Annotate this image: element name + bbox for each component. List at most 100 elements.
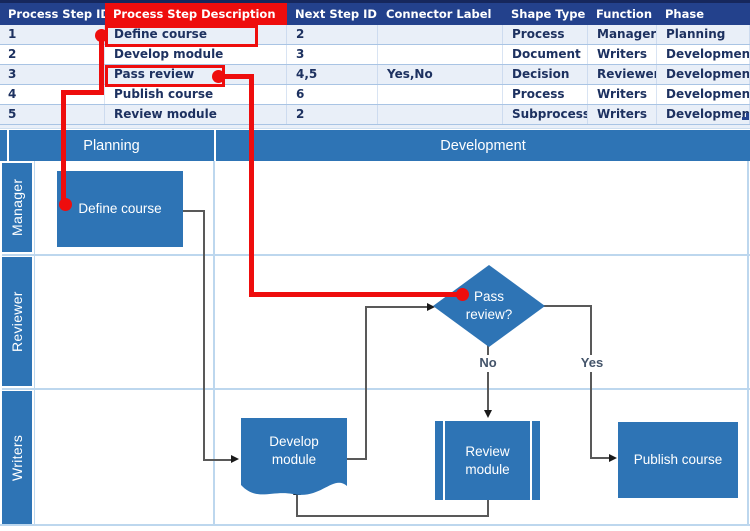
col-header-next-step-id[interactable]: Next Step ID	[295, 7, 377, 21]
document-shape-develop-module[interactable]	[241, 418, 347, 498]
connector-develop-to-decision	[347, 458, 367, 460]
annotation-line-pass-review	[249, 74, 254, 295]
table-row-1: 1 Define course 2 Process Manager Planni…	[0, 25, 750, 45]
cell-step-id[interactable]: 4	[0, 85, 105, 104]
col-header-shape-type[interactable]: Shape Type	[511, 7, 586, 21]
annotation-dot-define-cell	[95, 29, 108, 42]
cell-phase[interactable]: Development	[657, 65, 750, 84]
cell-connector-label[interactable]	[378, 85, 503, 104]
col-header-function[interactable]: Function	[596, 7, 653, 21]
cell-shape-type[interactable]: Decision	[503, 65, 588, 84]
cell-shape-type[interactable]: Document	[503, 45, 588, 64]
shape-label-line2: review?	[465, 307, 513, 322]
arrowhead-into-decision	[427, 302, 435, 311]
cell-connector-label[interactable]: Yes,No	[378, 65, 503, 84]
cell-shape-type[interactable]: Process	[503, 85, 588, 104]
cell-connector-label[interactable]	[378, 105, 503, 124]
lane-divider-reviewer-writers	[2, 388, 750, 390]
table-header-row: Process Step ID Process Step Description…	[0, 3, 750, 25]
arrowhead-into-develop-module	[231, 455, 239, 463]
process-shape-publish-course[interactable]: Publish course	[618, 422, 738, 498]
cell-description[interactable]: Pass review	[105, 65, 287, 84]
connector-define-to-develop	[203, 459, 231, 461]
phase-header-development[interactable]: Development	[216, 130, 750, 161]
table-row-5: 5 Review module 2 Subprocess Writers Dev…	[0, 105, 750, 125]
process-shape-define-course[interactable]: Define course	[57, 171, 183, 247]
cell-function[interactable]: Writers	[588, 105, 657, 124]
lane-header-writers[interactable]: Writers	[2, 391, 32, 524]
cell-description[interactable]: Develop module	[105, 45, 287, 64]
lane-header-reviewer[interactable]: Reviewer	[2, 257, 32, 386]
document-shape-text: Develop module	[241, 424, 347, 478]
cell-next-step[interactable]: 3	[287, 45, 378, 64]
cell-shape-type[interactable]: Process	[503, 25, 588, 44]
annotation-dot-pass-review-cell	[212, 70, 225, 83]
connector-yes-branch	[540, 305, 592, 307]
cell-step-id[interactable]: 5	[0, 105, 105, 124]
annotation-box-define-course-cell	[105, 25, 258, 47]
connector-yes-branch	[590, 457, 609, 459]
cell-phase[interactable]: Development	[657, 105, 750, 124]
table-empty-row-sliver	[0, 125, 750, 129]
subprocess-shape-text: Review module	[435, 421, 540, 500]
subprocess-shape-review-module[interactable]	[435, 421, 540, 500]
connector-review-back-to-develop	[296, 494, 298, 517]
cell-step-id[interactable]: 3	[0, 65, 105, 84]
shape-label-line1: Develop	[269, 434, 319, 449]
cell-function[interactable]: Reviewer	[588, 65, 657, 84]
shape-label-line2: module	[271, 452, 317, 467]
cell-next-step[interactable]: 2	[287, 105, 378, 124]
cell-step-id[interactable]: 2	[0, 45, 105, 64]
phase-header-planning[interactable]: Planning	[9, 130, 214, 161]
phase-label-planning: Planning	[83, 137, 140, 154]
lane-divider-manager-reviewer	[2, 254, 750, 256]
table-row-3: 3 Pass review 4,5 Yes,No Decision Review…	[0, 65, 750, 85]
cell-phase[interactable]: Planning	[657, 25, 750, 44]
connector-define-to-develop	[183, 210, 205, 212]
connector-no-branch	[487, 345, 489, 355]
annotation-line-pass-review	[249, 292, 461, 297]
connector-no-branch	[487, 372, 489, 410]
connector-yes-branch	[590, 305, 592, 355]
table-resize-handle[interactable]	[742, 113, 749, 120]
data-table: Process Step ID Process Step Description…	[0, 0, 750, 129]
lane-header-manager[interactable]: Manager	[2, 163, 32, 252]
table-row-4: 4 Publish course 6 Process Writers Devel…	[0, 85, 750, 105]
annotation-dot-define-shape	[59, 198, 72, 211]
cell-phase[interactable]: Development	[657, 45, 750, 64]
annotation-line-pass-review	[218, 74, 252, 79]
cell-function[interactable]: Writers	[588, 85, 657, 104]
cell-next-step[interactable]: 6	[287, 85, 378, 104]
annotation-box-pass-review-cell	[105, 65, 225, 87]
cell-connector-label[interactable]	[378, 45, 503, 64]
lane-left-boundary-line	[34, 161, 35, 524]
shape-label: Publish course	[633, 452, 723, 467]
cell-description[interactable]: Publish course	[105, 85, 287, 104]
col-header-phase[interactable]: Phase	[665, 7, 705, 21]
lane-label-manager: Manager	[9, 178, 25, 237]
cell-description[interactable]: Define course	[105, 25, 287, 44]
cell-next-step[interactable]: 4,5	[287, 65, 378, 84]
decision-shape-pass-review[interactable]	[433, 265, 545, 347]
cell-step-id[interactable]: 1	[0, 25, 105, 44]
annotation-dot-pass-review-shape	[456, 288, 469, 301]
diagram-bottom-boundary-line	[0, 524, 750, 526]
cell-function[interactable]: Writers	[588, 45, 657, 64]
col-header-process-step-id[interactable]: Process Step ID	[8, 7, 105, 21]
cell-function[interactable]: Manager	[588, 25, 657, 44]
arrowhead-into-publish-course	[609, 453, 617, 462]
cell-description[interactable]: Review module	[105, 105, 287, 124]
connector-label-no: No	[479, 355, 497, 370]
phase-label-development: Development	[440, 137, 526, 154]
annotation-line-define	[61, 90, 66, 207]
col-header-connector-label[interactable]: Connector Label	[386, 7, 492, 21]
lane-label-reviewer: Reviewer	[9, 291, 25, 352]
cell-next-step[interactable]: 2	[287, 25, 378, 44]
cell-phase[interactable]: Development	[657, 85, 750, 104]
phase-bar-corner	[0, 130, 7, 161]
arrowhead-into-review-module	[483, 410, 492, 418]
cell-connector-label[interactable]	[378, 25, 503, 44]
col-header-process-step-description-highlighted[interactable]: Process Step Description	[105, 3, 287, 25]
cell-shape-type[interactable]: Subprocess	[503, 105, 588, 124]
table-row-2: 2 Develop module 3 Document Writers Deve…	[0, 45, 750, 65]
